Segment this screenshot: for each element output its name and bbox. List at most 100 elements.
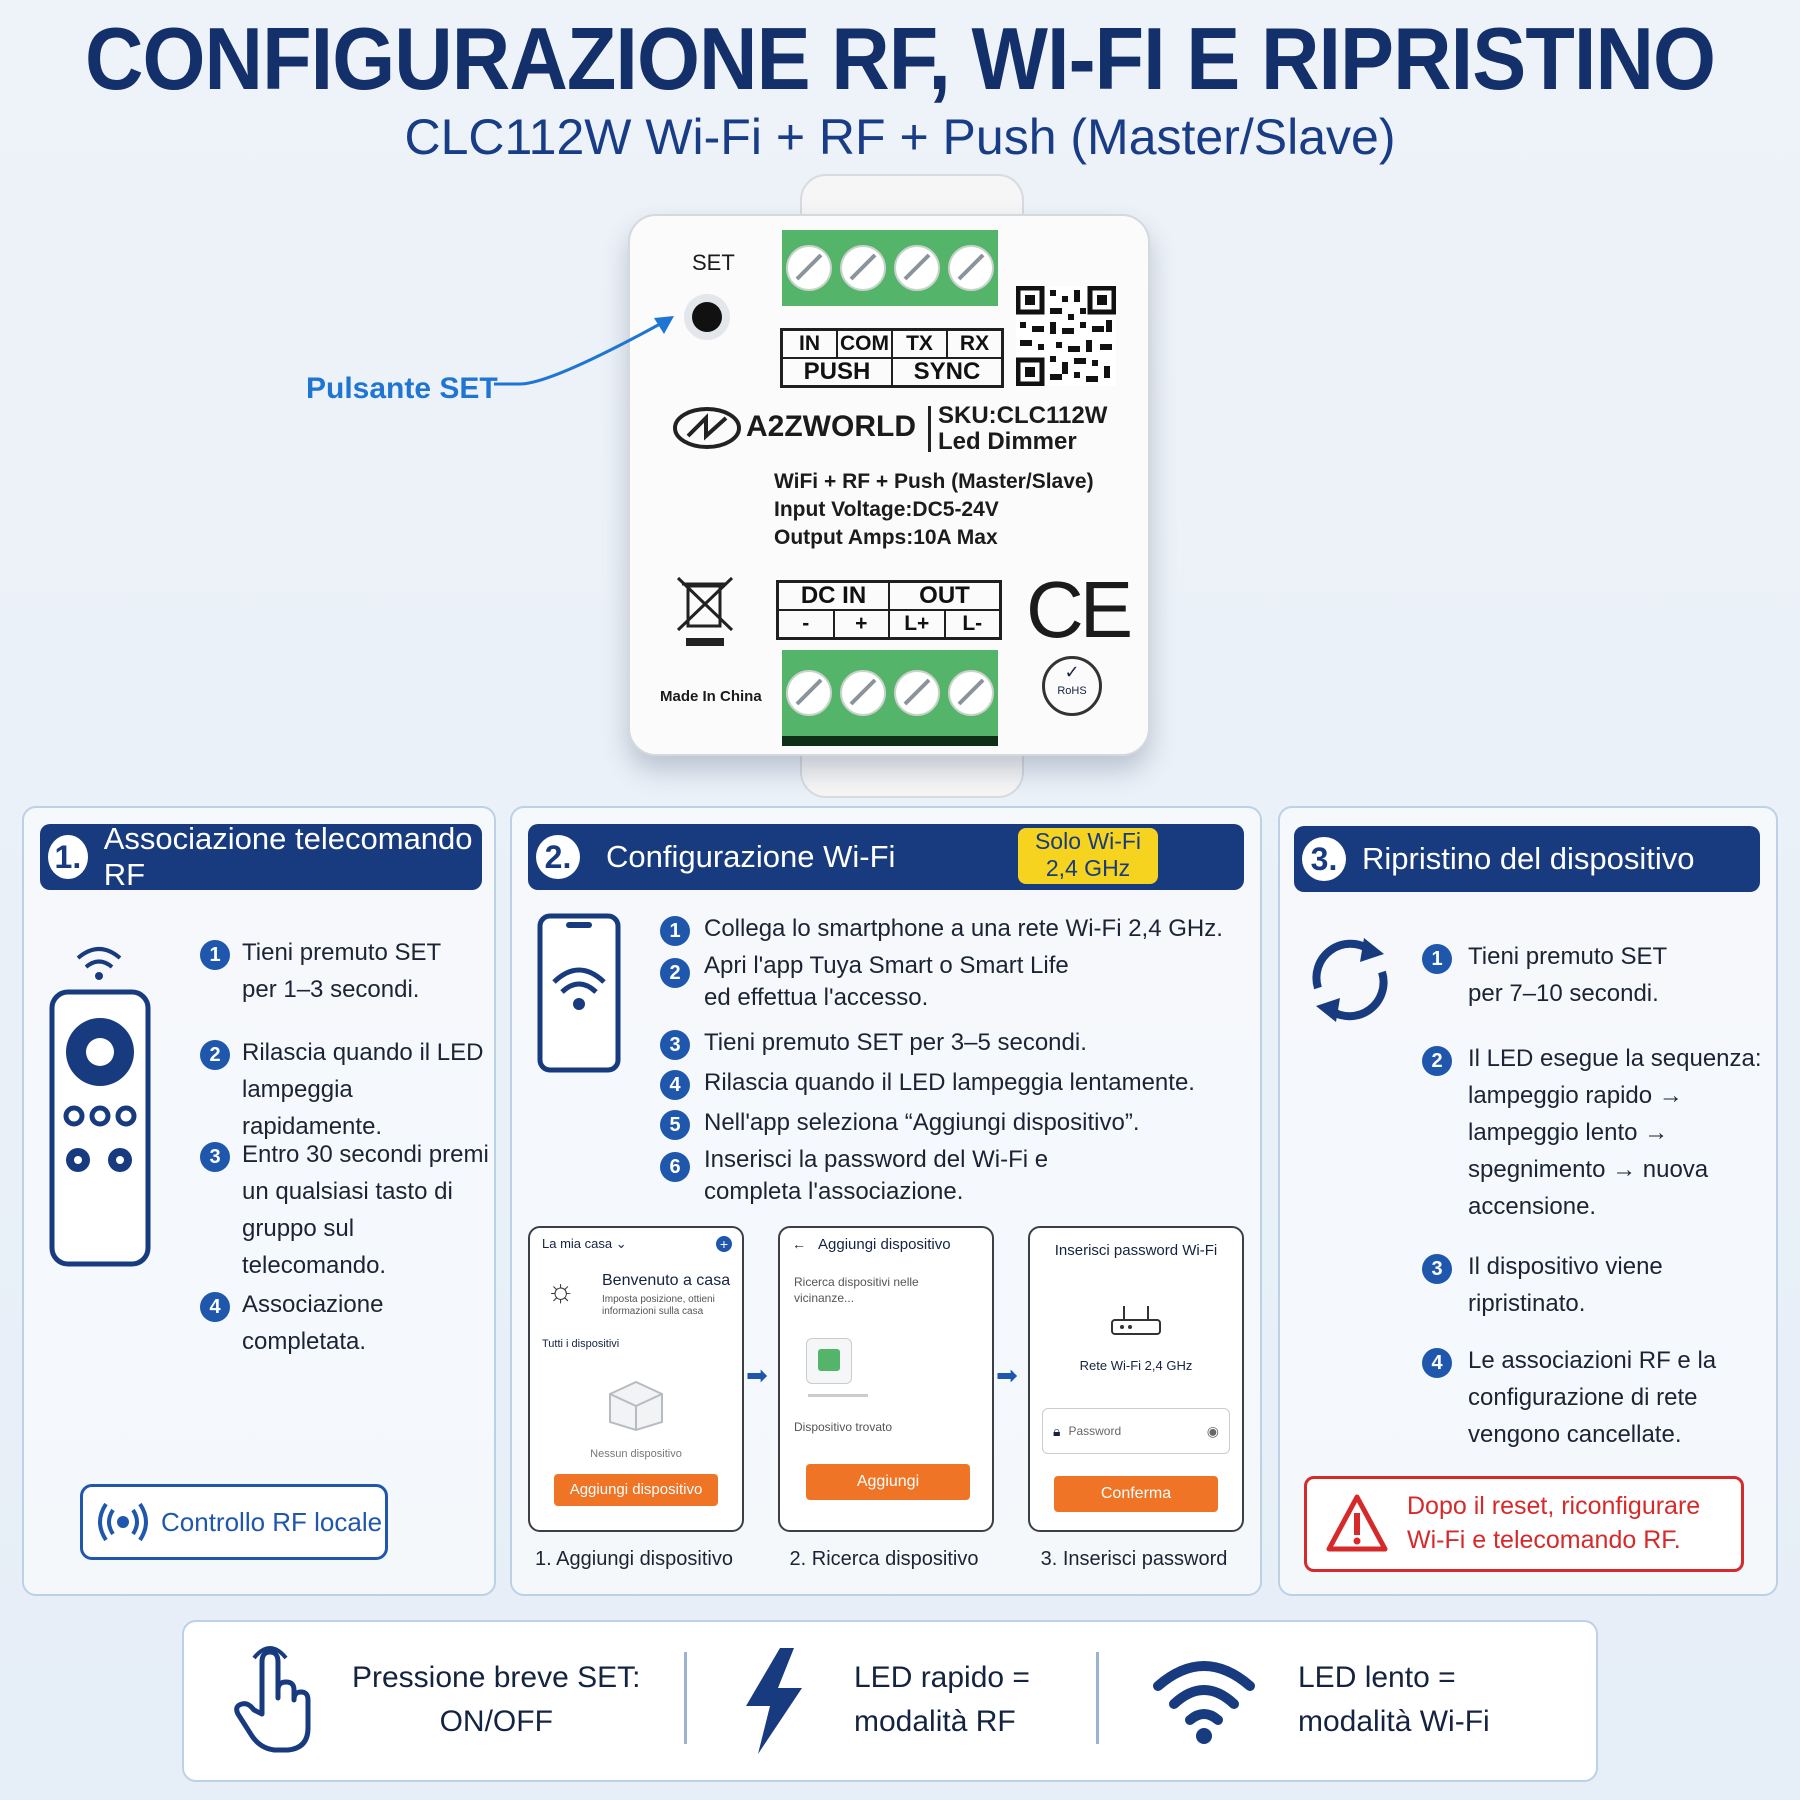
bottom-terminal-block — [782, 650, 998, 746]
wifi-icon — [1153, 1661, 1255, 1744]
screw-icon — [948, 245, 994, 291]
eye-icon[interactable]: ◉ — [1206, 1422, 1219, 1439]
sku-label: SKU:CLC112W — [938, 402, 1108, 429]
radio-waves-icon — [98, 1502, 148, 1542]
step-number: 3 — [1422, 1254, 1452, 1284]
qr-code-icon — [1016, 286, 1116, 386]
pin-group-label: OUT — [889, 582, 1000, 610]
page-subtitle: CLC112W Wi-Fi + RF + Push (Master/Slave) — [404, 109, 1396, 165]
step-text: Il LED esegue la sequenza:lampeggio rapi… — [1468, 1045, 1762, 1220]
pin-group-label: DC IN — [778, 582, 889, 610]
pin-group-label: SYNC — [892, 358, 1002, 386]
empty-state-text: Nessun dispositivo — [590, 1448, 682, 1460]
brand-logo-icon — [673, 407, 741, 449]
led-legend-bar: Pressione breve SET:ON/OFF LED rapido =m… — [182, 1620, 1598, 1782]
panel-title: Ripristino del dispositivo — [1362, 841, 1695, 876]
legend-divider — [684, 1652, 687, 1744]
ce-mark: CE — [1026, 565, 1133, 654]
screen-caption: 2. Ricerca dispositivo — [789, 1548, 979, 1570]
step-number: 4 — [660, 1070, 690, 1100]
screw-icon — [786, 245, 832, 291]
panel-number: 1. — [48, 835, 88, 879]
step-text: Tieni premuto SET per 3–5 secondi. — [704, 1029, 1087, 1056]
screen-header: Inserisci password Wi-Fi — [1054, 1242, 1218, 1259]
password-placeholder: Password — [1068, 1424, 1122, 1438]
top-pin-labels: IN COM TX RX PUSH SYNC — [780, 328, 1004, 388]
found-device-icon — [806, 1338, 852, 1384]
pin-label: RX — [947, 330, 1002, 358]
bottom-pin-labels: DC IN OUT - + L+ L- — [776, 580, 1002, 640]
pin-group-label: PUSH — [782, 358, 892, 386]
pin-label: IN — [782, 330, 837, 358]
hand-press-icon — [234, 1646, 311, 1753]
step-number: 1 — [660, 916, 690, 946]
pin-label: COM — [837, 330, 892, 358]
step-text: Associazione completata. — [242, 1291, 384, 1355]
panel-number: 2. — [536, 835, 580, 879]
router-icon — [1111, 1306, 1161, 1335]
set-button[interactable] — [684, 294, 730, 340]
set-callout-label: Pulsante SET — [306, 372, 498, 405]
arrow-right-icon: ➡ — [746, 1360, 768, 1390]
section-label: Tutti i dispositivi — [542, 1338, 620, 1350]
top-terminal-block — [782, 230, 998, 306]
found-text: Dispositivo trovato — [794, 1420, 893, 1434]
screw-icon — [948, 670, 994, 716]
legend-text: LED rapido =modalità RF — [854, 1661, 1030, 1738]
screen-header: Aggiungi dispositivo — [818, 1236, 951, 1253]
weee-bin-icon — [676, 576, 734, 646]
wifi-signal-icon — [76, 947, 122, 980]
device-illustration: SET IN COM TX RX PUSH SYNC — [628, 214, 1150, 756]
network-name: Rete Wi-Fi 2,4 GHz — [1079, 1358, 1193, 1373]
step-number: 4 — [1422, 1348, 1452, 1378]
screen-caption: 3. Inserisci password — [1040, 1548, 1228, 1570]
pin-label: L+ — [889, 610, 945, 638]
confirm-button[interactable]: Conferma — [1054, 1476, 1218, 1512]
pin-label: - — [778, 610, 834, 638]
legend-text: LED lento =modalità Wi-Fi — [1298, 1661, 1490, 1738]
add-button[interactable]: Aggiungi — [806, 1464, 970, 1500]
pin-label: L- — [944, 610, 1000, 638]
legend-text: Pressione breve SET:ON/OFF — [352, 1661, 641, 1738]
app-screen-search: ← Aggiungi dispositivo Ricerca dispositi… — [778, 1226, 994, 1532]
arrow-right-icon: ➡ — [996, 1360, 1018, 1390]
sun-icon: ☼ — [546, 1272, 576, 1308]
panel-header: 3. Ripristino del dispositivo — [1294, 826, 1760, 892]
spec-line: Input Voltage:DC5-24V — [774, 498, 999, 521]
model-label: Led Dimmer — [938, 428, 1077, 455]
step-number: 6 — [660, 1152, 690, 1182]
legend-divider — [1096, 1652, 1099, 1744]
welcome-title: Benvenuto a casa — [602, 1272, 731, 1289]
add-icon[interactable]: + — [716, 1236, 732, 1252]
screw-icon — [894, 670, 940, 716]
panel-title: Configurazione Wi-Fi — [606, 839, 896, 874]
screen-caption: 1. Aggiungi dispositivo — [535, 1548, 733, 1570]
rohs-badge: ✓ RoHS — [1042, 656, 1102, 716]
screw-icon — [786, 670, 832, 716]
step-number: 1 — [200, 940, 230, 970]
step-number: 2 — [660, 958, 690, 988]
add-device-button[interactable]: Aggiungi dispositivo — [554, 1474, 718, 1506]
step-number: 3 — [660, 1030, 690, 1060]
panel-device-reset: 3. Ripristino del dispositivo 1 Tieni pr… — [1278, 806, 1778, 1596]
panel-title: Associazione telecomando RF — [103, 821, 473, 892]
warning-triangle-icon — [1326, 1494, 1388, 1552]
pin-label: + — [833, 610, 889, 638]
lightning-icon — [746, 1648, 802, 1754]
panel-rf-pairing: 1. Associazione telecomando RF 1 Tieni p… — [22, 806, 496, 1596]
smartphone-wifi-icon — [537, 913, 621, 1073]
made-in-label: Made In China — [660, 688, 762, 705]
step-number: 4 — [200, 1292, 230, 1322]
back-arrow-icon[interactable]: ← — [792, 1236, 806, 1252]
step-text: Collega lo smartphone a una rete Wi-Fi 2… — [704, 915, 1223, 942]
step-number: 5 — [660, 1110, 690, 1140]
password-input[interactable]: 🔒︎ Password ◉ — [1042, 1408, 1230, 1454]
pin-label: TX — [892, 330, 947, 358]
